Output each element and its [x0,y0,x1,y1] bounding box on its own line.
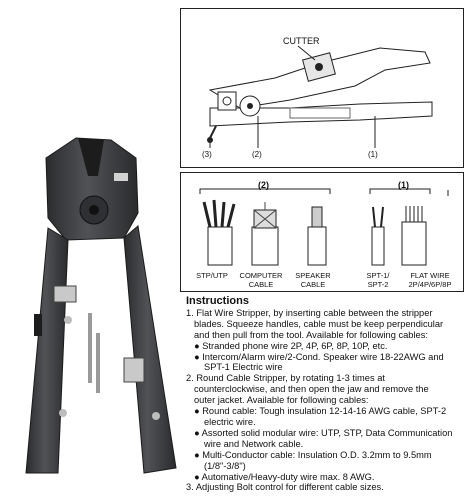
tool-photo [25,137,177,474]
instruction-bullet: ● Round cable: Tough insulation 12-14-16… [194,406,447,417]
instructions: Instructions 1. Flat Wire Stripper, by i… [186,296,466,493]
instructions-heading: Instructions [186,295,249,307]
cable-drawings [199,188,449,266]
cable-label-line: CABLE [248,279,274,289]
instruction-bullet: ● Assorted solid modular wire: UTP, STP,… [194,427,453,438]
group-label-1: (1) [398,180,409,190]
group-label-2: (2) [258,180,269,190]
instruction-line: SPT-1 Electric wire [204,362,283,373]
instruction-line: (1/8"-3/8") [204,460,246,471]
tool-diagram-drawing [207,45,433,148]
instruction-line: 2. Round Cable Stripper, by rotating 1-3… [186,373,385,384]
cable-label-line: SPT-1/ [366,271,390,280]
cable-label-computer: COMPUTER CABLE [236,271,286,289]
cutter-label: CUTTER [283,36,320,46]
instruction-line: and then pull from the tool. Available f… [194,329,428,340]
instruction-line: blades. Squeeze handles, cable must be k… [194,318,444,329]
instruction-line: wire and Network cable. [204,438,304,449]
cable-label-line: CABLE [300,279,326,289]
cable-label-line: SPEAKER [295,271,331,280]
instruction-bullet: ● Multi-Conductor cable: Insulation O.D.… [194,449,432,460]
cable-label-line: SPT-2 [367,279,389,289]
cable-label-flat-wire: FLAT WIRE 2P/4P/6P/8P [398,271,462,289]
callout-1: (1) [368,150,378,159]
cable-label-speaker: SPEAKER CABLE [290,271,336,289]
instruction-bullet: ● Intercom/Alarm wire/2-Cond. Speaker wi… [194,351,444,362]
instruction-bullet: ● Automative/Heavy-duty wire max. 8 AWG. [194,471,375,482]
cable-label-line: 2P/4P/6P/8P [408,279,452,289]
instruction-line: 1. Flat Wire Stripper, by inserting cabl… [186,307,433,318]
instruction-bullet: ● Stranded phone wire 2P, 4P, 6P, 8P, 10… [194,340,388,351]
cable-label-line: STP/UTP [196,271,228,280]
instruction-line: counterclockwise, and then open the jaw … [194,384,429,395]
cable-label-spt: SPT-1/ SPT-2 [360,271,396,289]
cable-label-line: COMPUTER [239,271,283,280]
instruction-line: 3. Adjusting Bolt control for different … [186,482,384,493]
instruction-line: outer jacket. Available for following ca… [194,395,369,406]
cable-label-stp-utp: STP/UTP [190,271,234,281]
callout-2: (2) [252,150,262,159]
callout-3: (3) [202,150,212,159]
cable-label-line: FLAT WIRE [410,271,450,280]
instruction-line: electric wire. [204,416,256,427]
